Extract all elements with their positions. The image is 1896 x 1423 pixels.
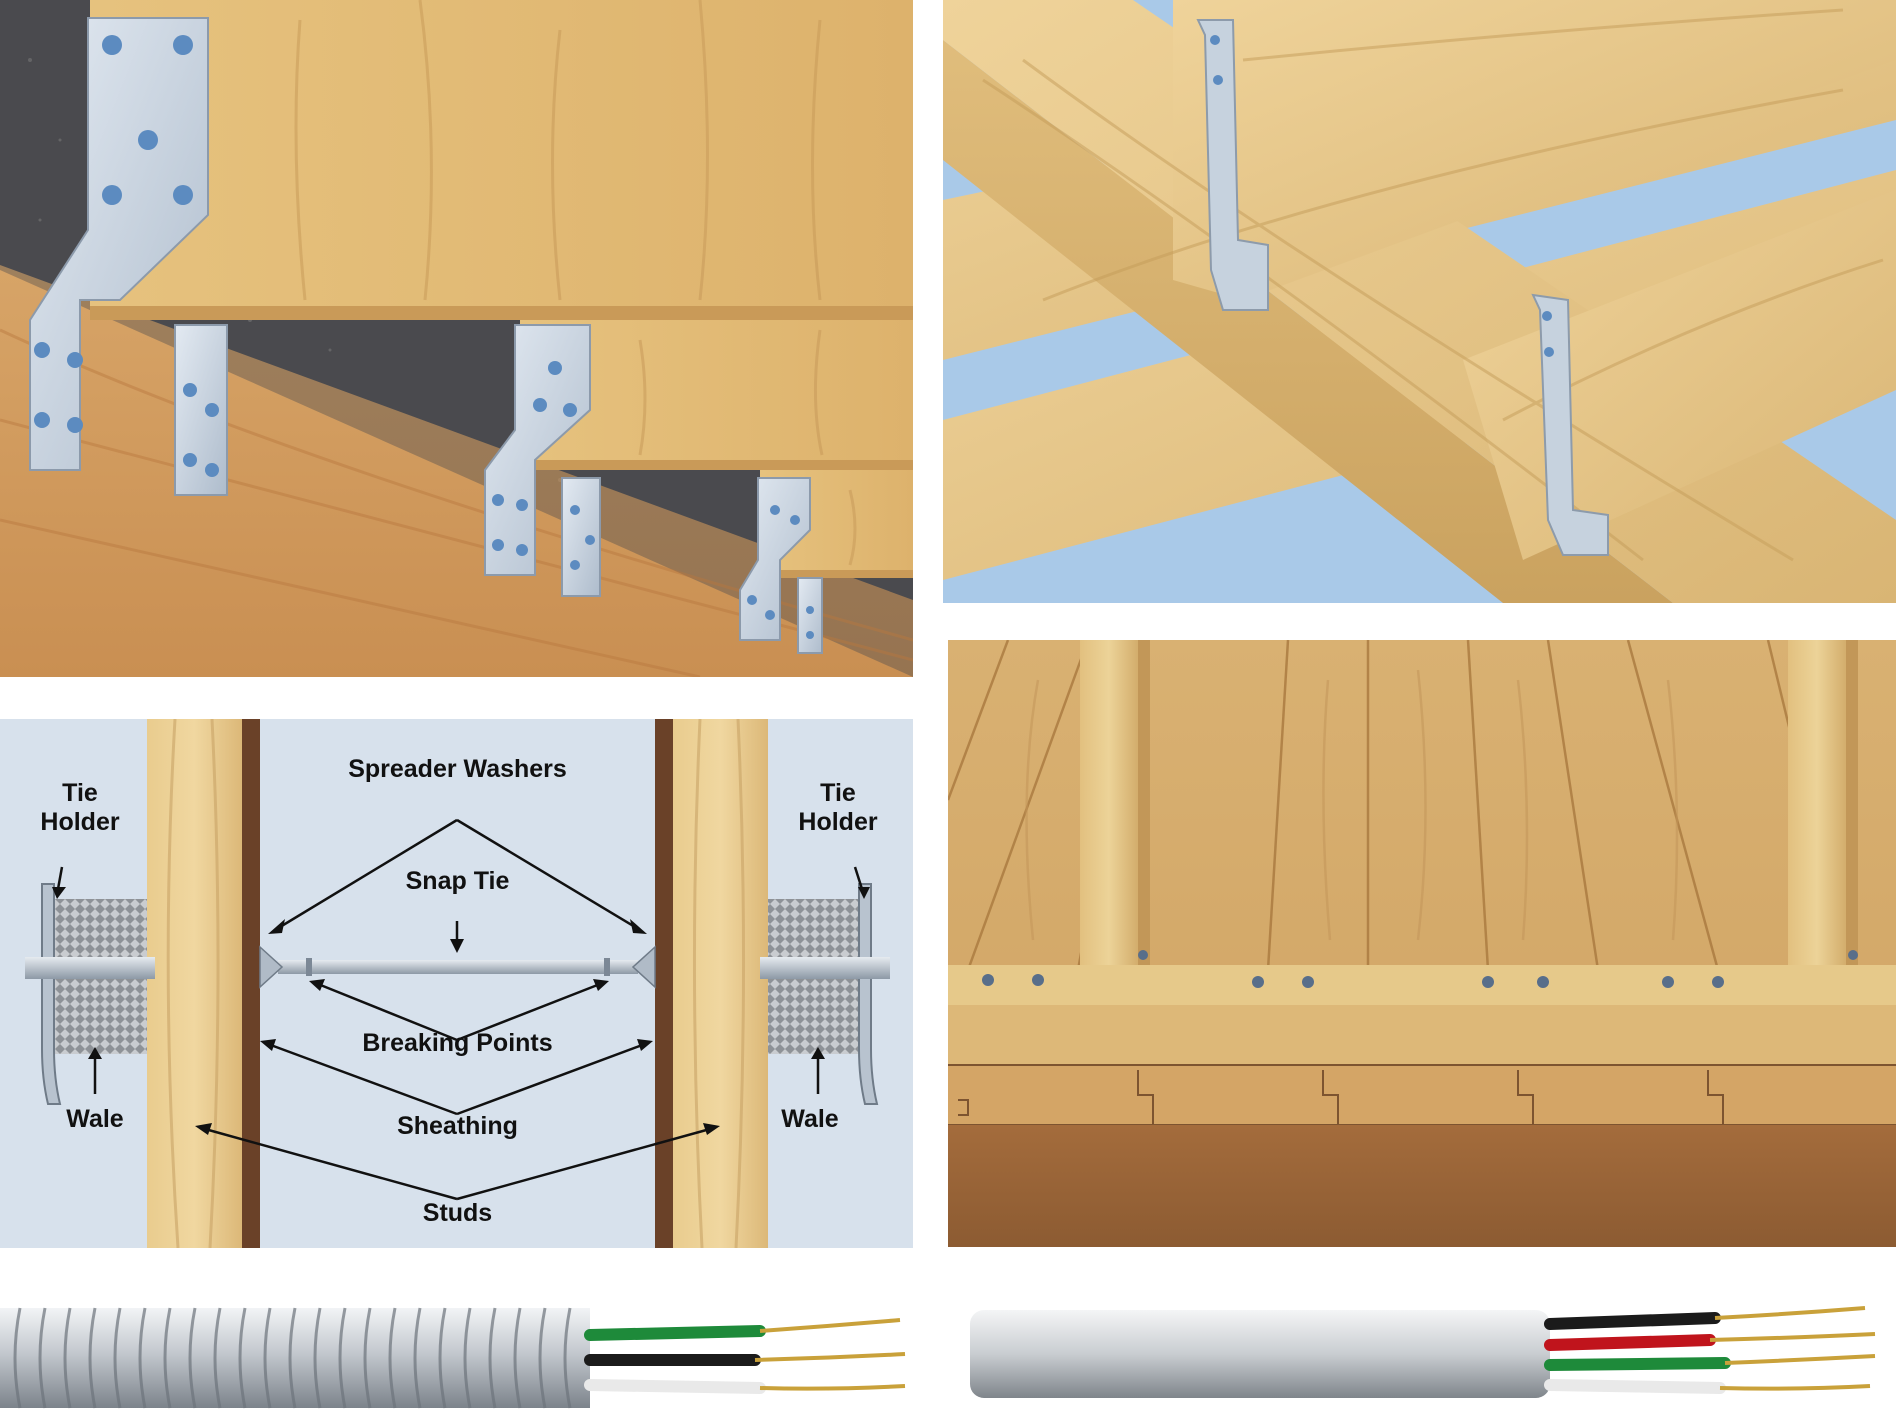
label-tie-holder-right: Tie Holder <box>798 779 878 836</box>
label-snap-tie: Snap Tie <box>405 867 510 895</box>
label-sheathing: Sheathing <box>397 1112 518 1140</box>
wall-framing-panel <box>948 640 1896 1247</box>
joist-hanger-panel <box>943 0 1896 603</box>
label-tie-holder-left: Tie Holder <box>40 779 120 836</box>
label-wale-right: Wale <box>781 1105 839 1133</box>
armored-cable-panel <box>0 1288 913 1423</box>
label-spreader-washers: Spreader Washers <box>348 755 567 783</box>
label-wale-left: Wale <box>66 1105 124 1133</box>
armored-cable-icon <box>0 1307 906 1409</box>
label-studs: Studs <box>422 1199 493 1227</box>
joist-hanger-icon <box>943 0 1896 603</box>
wall-framing-icon <box>948 640 1896 1247</box>
sheathed-cable-panel <box>960 1300 1896 1423</box>
formwork-diagram: Tie Holder Tie Holder Spreader Washers S… <box>0 719 913 1248</box>
stair-stringer-icon <box>0 0 913 677</box>
stair-stringer-panel <box>0 0 913 677</box>
sheathed-cable-icon <box>970 1306 1876 1398</box>
snap-tie-icon <box>25 719 890 1248</box>
label-breaking-points: Breaking Points <box>362 1029 553 1057</box>
